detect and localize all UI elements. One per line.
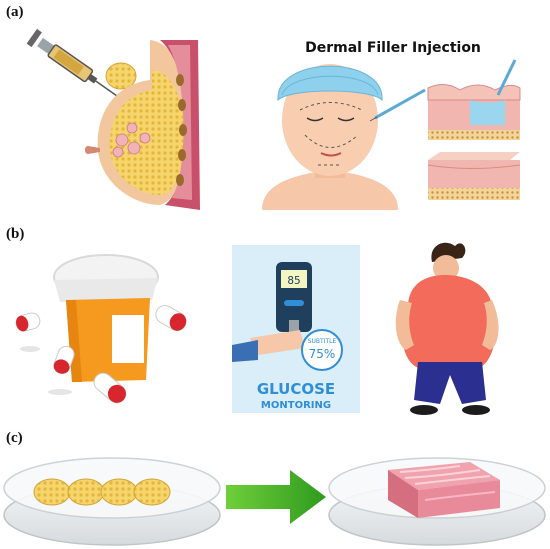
glucose-title-line1: GLUCOSE — [257, 380, 335, 398]
meat-tissue-icon — [388, 462, 500, 518]
face-icon — [262, 64, 426, 210]
petri-dish-left-icon — [3, 457, 221, 546]
capsule-icon — [15, 305, 187, 404]
arrow-right-icon — [226, 470, 326, 524]
fat-graft-icon — [105, 62, 137, 90]
meter-reading: 85 — [287, 274, 300, 287]
dermal-title: Dermal Filler Injection — [305, 40, 481, 56]
badge-value: 75% — [309, 347, 336, 361]
badge-top-label: SUBTITLE — [308, 338, 337, 345]
panel-label-a: (a) — [6, 4, 24, 20]
breast-implant-icon — [85, 40, 200, 210]
pill-bottle-icon — [53, 254, 159, 382]
skin-layer-smooth-icon — [427, 152, 521, 200]
glucose-title-line2: MONTORING — [261, 400, 331, 411]
syringe-icon — [26, 28, 121, 99]
obese-person-icon — [395, 242, 499, 415]
glucose-monitoring-card — [232, 245, 360, 413]
skin-layer-icon — [427, 59, 521, 140]
panel-label-b: (b) — [6, 226, 25, 242]
panel-label-c: (c) — [6, 430, 23, 446]
